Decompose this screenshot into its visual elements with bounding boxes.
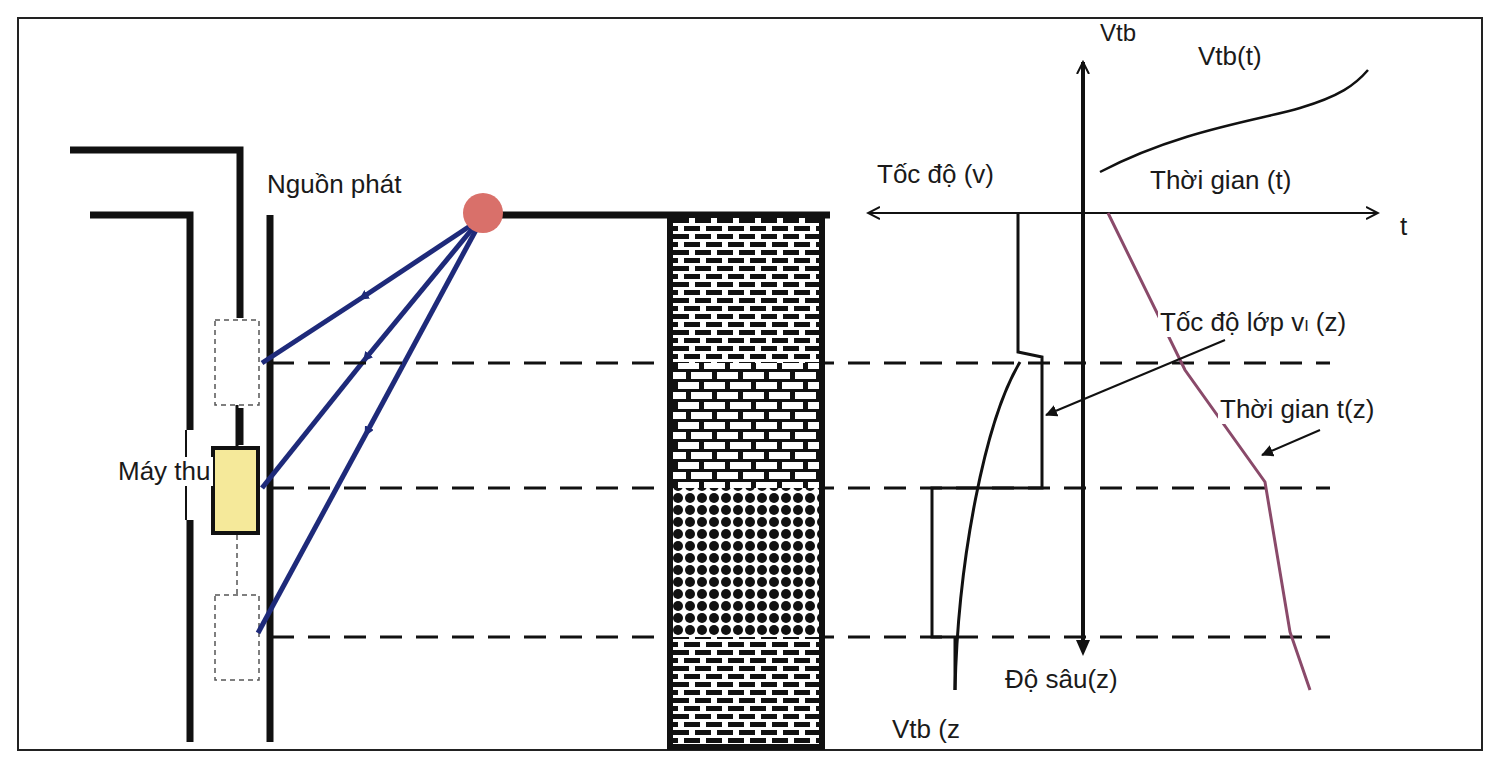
vtb-z-label: Vtb (z <box>890 715 962 744</box>
vtb-axis-label: Vtb <box>1098 20 1138 46</box>
receiver-label: Máy thu <box>116 457 213 486</box>
time-axis-letter: t <box>1398 212 1409 241</box>
time-depth-label: Thời gian t(z) <box>1218 395 1376 424</box>
vtb-t-label: Vtb(t) <box>1196 42 1264 71</box>
velocity-axis-label: Tốc độ (v) <box>875 160 996 189</box>
time-axis-label: Thời gian (t) <box>1148 166 1293 195</box>
layer-velocity-label: Tốc độ lớp vₗ (z) <box>1158 308 1348 337</box>
depth-label: Độ sâu(z) <box>1003 665 1120 694</box>
source-label: Nguồn phát <box>265 170 403 199</box>
